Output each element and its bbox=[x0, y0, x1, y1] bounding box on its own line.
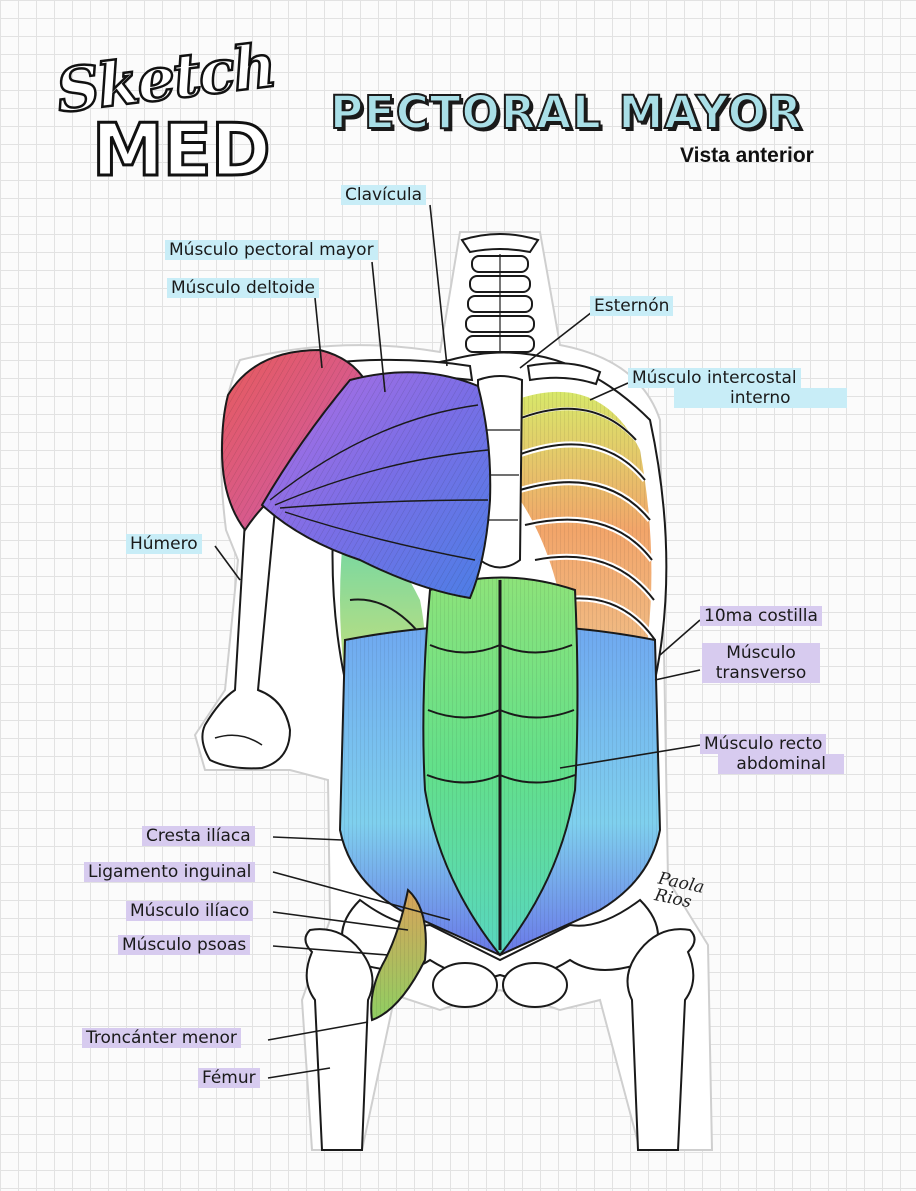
label-recto-line2: abdominal bbox=[718, 754, 844, 774]
label-troncanter-menor: Troncánter menor bbox=[82, 1028, 241, 1048]
label-transverso: Músculo transverso bbox=[702, 643, 820, 683]
label-intercostal-line2: interno bbox=[674, 388, 847, 408]
label-cresta-iliaca: Cresta ilíaca bbox=[142, 826, 255, 846]
label-intercostal: Músculo intercostal interno bbox=[628, 368, 801, 408]
label-clavicula: Clavícula bbox=[341, 185, 426, 205]
page-subtitle: Vista anterior bbox=[680, 144, 814, 168]
label-transverso-line2: transverso bbox=[702, 663, 820, 683]
label-recto-line1: Músculo recto bbox=[700, 734, 826, 754]
label-pectoral-mayor: Músculo pectoral mayor bbox=[165, 240, 378, 260]
sketchmed-logo: Sketch MED bbox=[48, 38, 270, 188]
label-femur: Fémur bbox=[198, 1068, 260, 1088]
label-transverso-line1: Músculo bbox=[702, 643, 820, 663]
label-recto-abdominal: Músculo recto abdominal bbox=[700, 734, 826, 774]
label-esternon: Esternón bbox=[590, 296, 673, 316]
label-musculo-iliaco: Músculo ilíaco bbox=[126, 901, 253, 921]
logo-word-med: MED bbox=[92, 108, 270, 192]
label-ligamento-inguinal: Ligamento inguinal bbox=[84, 862, 255, 882]
page-title: PECTORAL MAYOR bbox=[330, 86, 803, 139]
label-musculo-psoas: Músculo psoas bbox=[118, 935, 250, 955]
label-10ma-costilla: 10ma costilla bbox=[700, 606, 822, 626]
label-humero: Húmero bbox=[126, 534, 202, 554]
label-intercostal-line1: Músculo intercostal bbox=[628, 368, 801, 388]
label-deltoide: Músculo deltoide bbox=[167, 278, 319, 298]
